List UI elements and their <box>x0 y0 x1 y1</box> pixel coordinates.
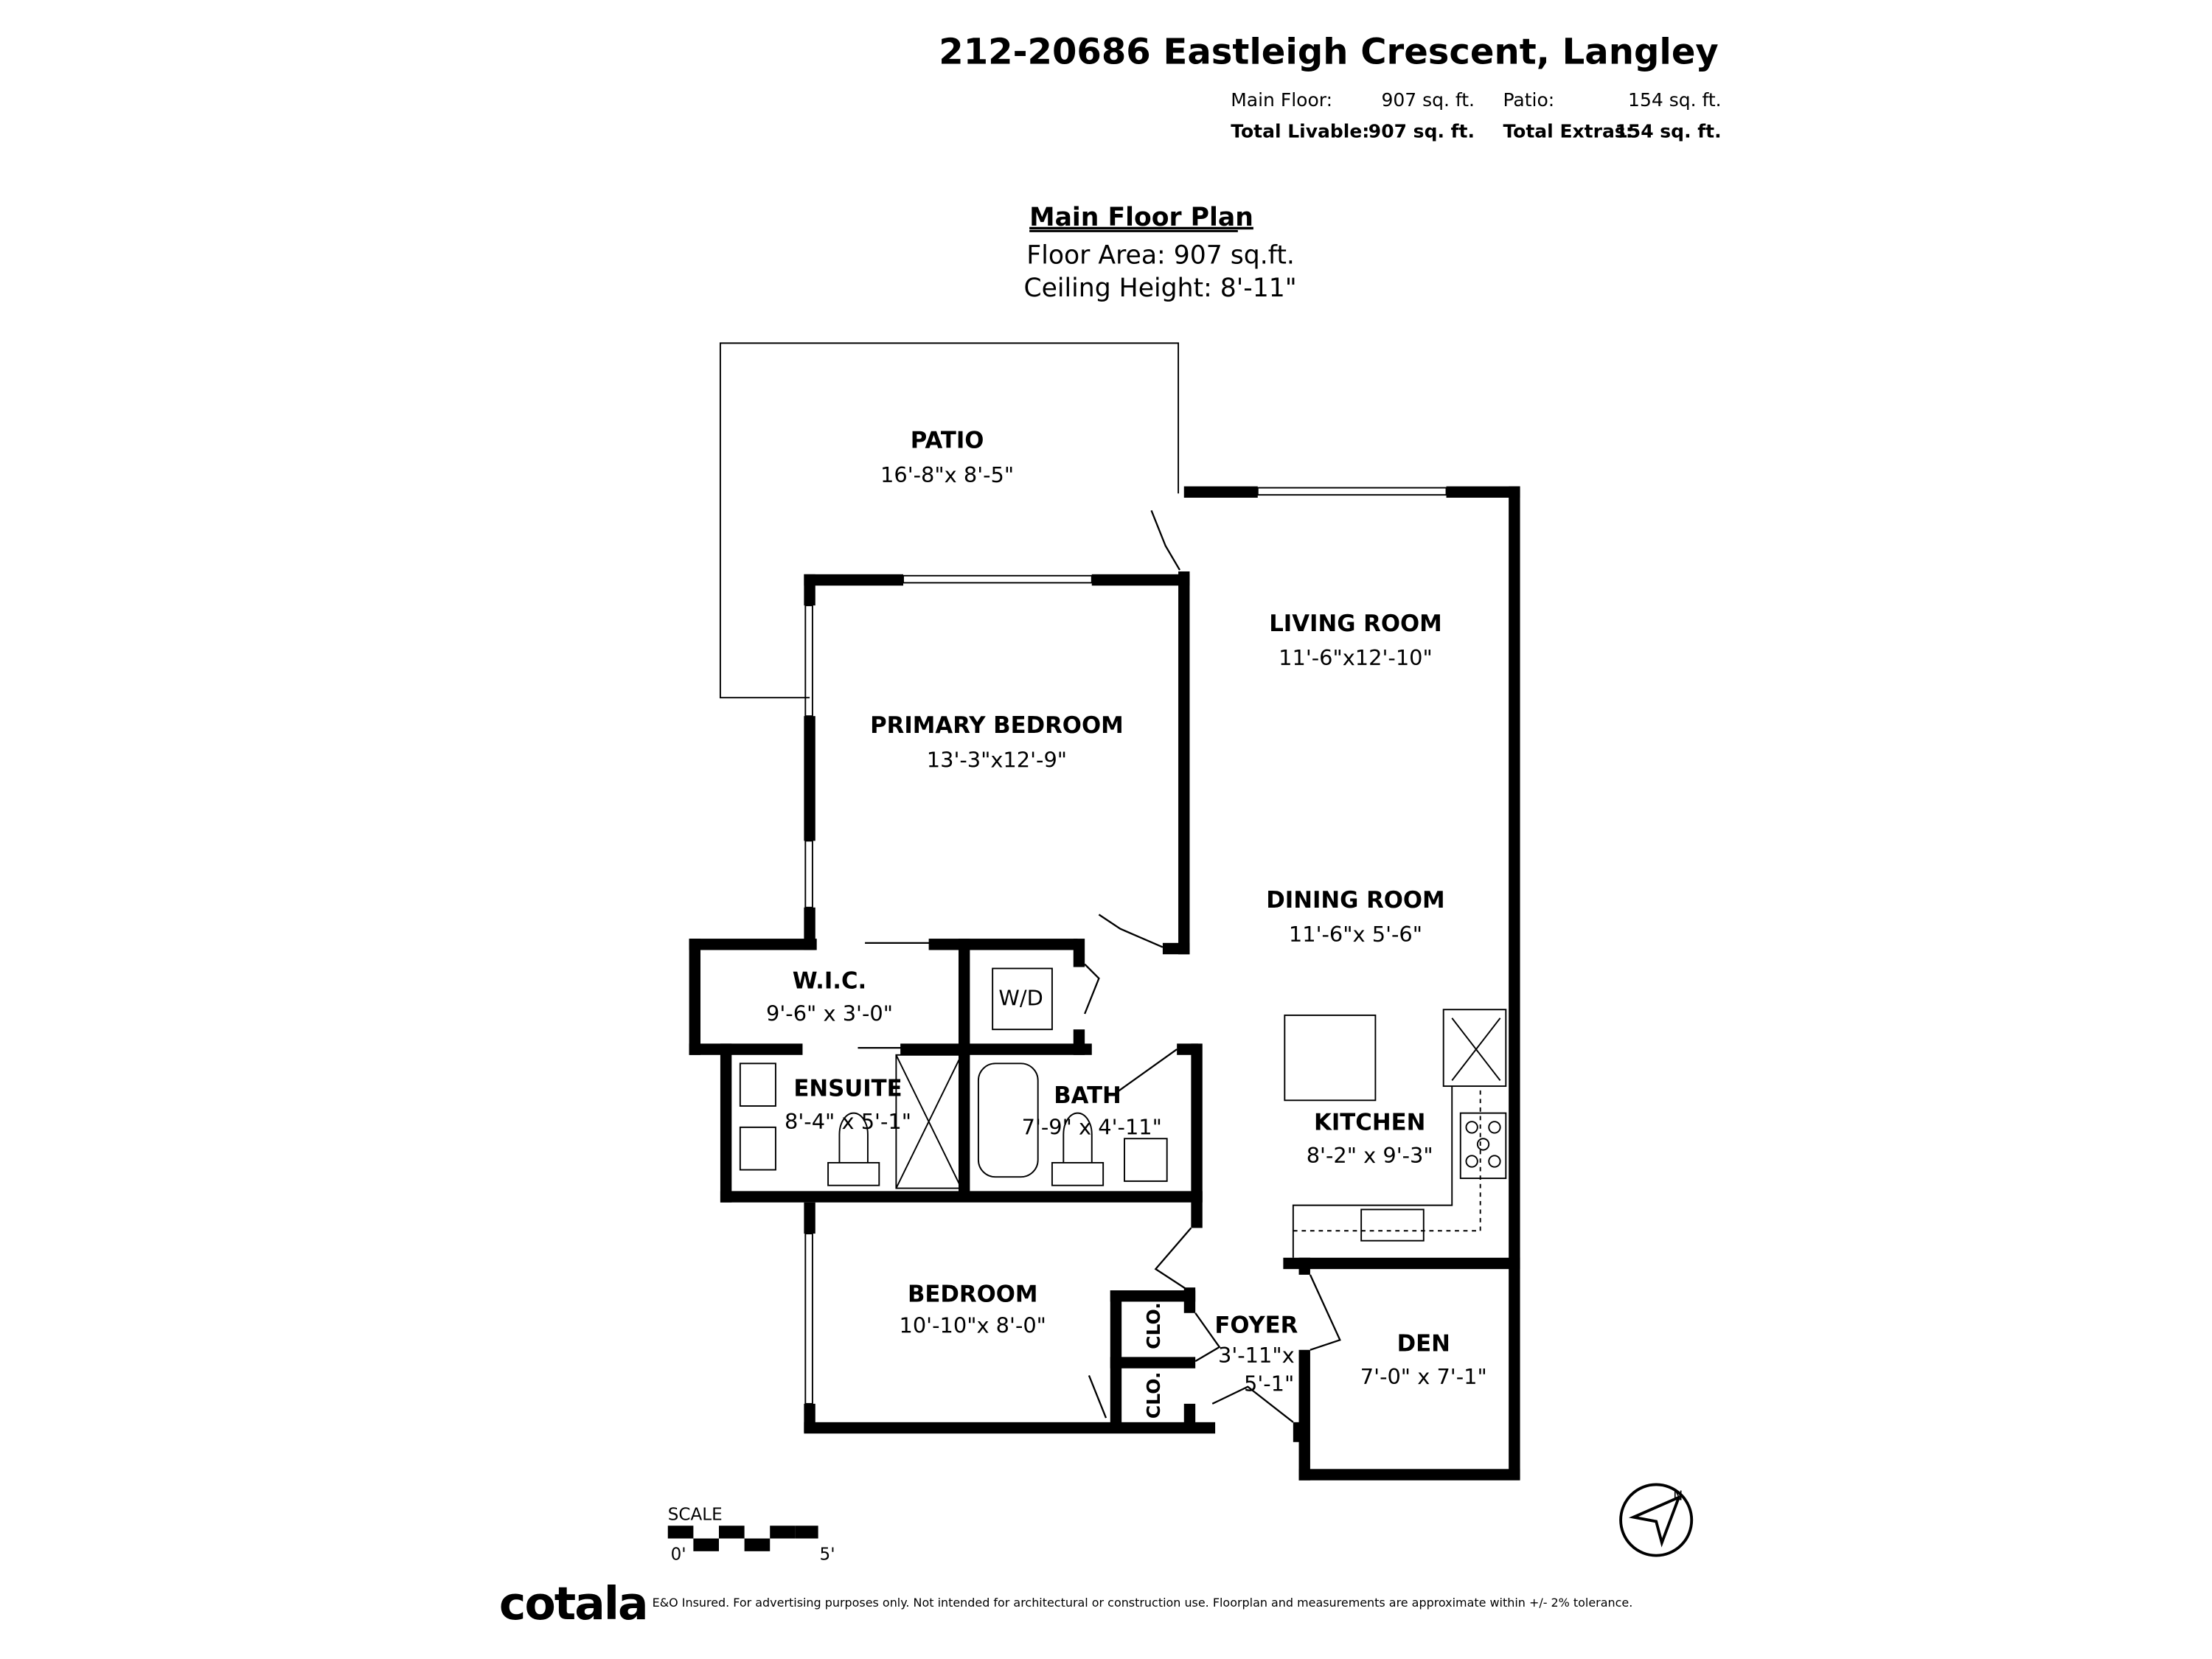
floor-area: Floor Area: 907 sq.ft. <box>1026 241 1295 271</box>
total-livable-label: Total Livable: <box>1231 121 1369 142</box>
room-size: 13'-3"x12'-9" <box>927 747 1067 772</box>
shower <box>895 1054 962 1189</box>
cotala-logo: cotala <box>499 1577 647 1630</box>
room-name: PRIMARY BEDROOM <box>870 712 1124 739</box>
room-name: DEN <box>1397 1331 1450 1357</box>
walls <box>689 486 1520 1481</box>
room-size: 8'-4" x 5'-1" <box>785 1109 911 1134</box>
closet-label: CLO. <box>1143 1372 1164 1419</box>
main-floor-label: Main Floor: <box>1231 89 1332 111</box>
scale-start: 0' <box>671 1545 686 1564</box>
ensuite-sink <box>739 1126 776 1171</box>
ensuite-toilet <box>827 1112 880 1186</box>
bath-sink <box>1124 1138 1168 1182</box>
room-size: 10'-10"x 8'-0" <box>900 1313 1046 1338</box>
total-extras-label: Total Extras: <box>1503 121 1632 142</box>
refrigerator <box>1442 1009 1507 1088</box>
room-name: FOYER <box>1214 1312 1298 1339</box>
bathtub <box>977 1062 1039 1178</box>
compass-letter: N <box>1673 1489 1683 1504</box>
room-size: 7'-0" x 7'-1" <box>1360 1364 1487 1389</box>
room-name: BATH <box>1054 1082 1121 1109</box>
plan-title: Main Floor Plan <box>1029 203 1253 232</box>
scale-end: 5' <box>820 1545 835 1564</box>
washer-dryer-label: W/D <box>998 985 1043 1010</box>
room-size: 5'-1" <box>1244 1371 1294 1397</box>
kitchen-island <box>1284 1014 1377 1102</box>
scale-label: SCALE <box>668 1506 723 1525</box>
ensuite-sink <box>739 1062 776 1107</box>
patio-label: Patio: <box>1503 89 1554 111</box>
total-extras-value: 154 sq. ft. <box>1615 121 1721 142</box>
room-name: PATIO <box>911 428 984 454</box>
main-floor-value: 907 sq. ft. <box>1381 89 1475 111</box>
room-name: W.I.C. <box>793 967 866 994</box>
room-name: DINING ROOM <box>1266 887 1444 914</box>
patio-value: 154 sq. ft. <box>1628 89 1722 111</box>
room-size: 11'-6"x12'-10" <box>1279 645 1433 670</box>
kitchen-sink <box>1360 1208 1425 1242</box>
room-labels: PATIO 16'-8"x 8'-5" LIVING ROOM 11'-6"x1… <box>766 428 1487 1419</box>
room-size: 8'-2" x 9'-3" <box>1307 1143 1433 1168</box>
disclaimer: E&O Insured. For advertising purposes on… <box>653 1596 1633 1610</box>
room-name: BEDROOM <box>908 1281 1038 1307</box>
room-size: 16'-8"x 8'-5" <box>880 462 1014 487</box>
room-size: 11'-6"x 5'-6" <box>1289 922 1422 947</box>
room-size: 7'-9" x 4'-11" <box>1022 1114 1162 1139</box>
room-name: ENSUITE <box>793 1076 902 1102</box>
stove <box>1459 1112 1507 1180</box>
room-name: LIVING ROOM <box>1269 611 1442 637</box>
windows <box>804 487 1447 1405</box>
closet-label: CLO. <box>1143 1302 1164 1349</box>
north-arrow-icon: N <box>1619 1483 1694 1557</box>
fixtures <box>739 967 1507 1258</box>
bath-toilet <box>1051 1112 1105 1186</box>
ceiling-height: Ceiling Height: 8'-11" <box>1023 274 1296 303</box>
washer-dryer <box>992 967 1053 1031</box>
scale-bar: SCALE 0' 5' <box>667 1506 835 1564</box>
room-size: 9'-6" x 3'-0" <box>766 1001 893 1026</box>
total-livable-value: 907 sq. ft. <box>1368 121 1475 142</box>
address-title: 212-20686 Eastleigh Crescent, Langley <box>939 32 1719 73</box>
doors <box>858 509 1341 1423</box>
room-name: KITCHEN <box>1314 1110 1425 1136</box>
room-size: 3'-11"x <box>1218 1343 1295 1368</box>
patio-outline <box>719 342 1180 699</box>
